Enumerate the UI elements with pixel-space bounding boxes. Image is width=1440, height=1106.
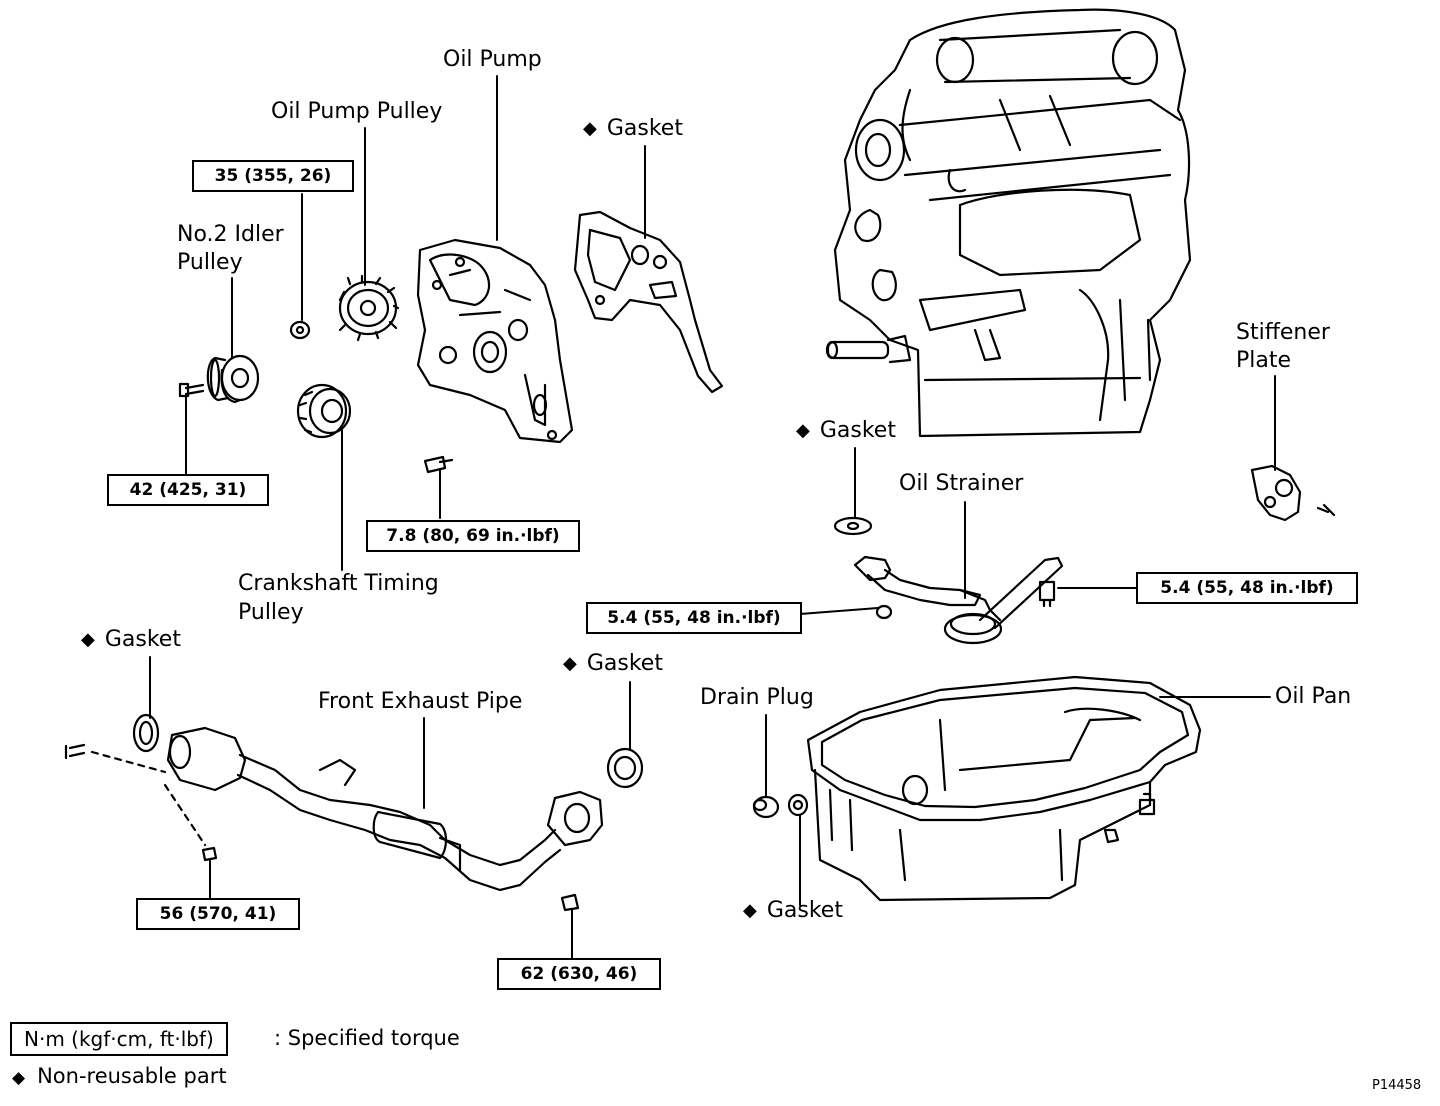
strainer-gasket-illustration [833,516,873,536]
figure-id: P14458 [1372,1078,1422,1093]
front-exhaust-pipe-illustration [64,726,604,912]
nonreusable-diamond-icon: ◆ [796,420,810,441]
label-oil-pan: Oil Pan [1275,684,1352,709]
torque-box-42: 42 (425, 31) [107,474,269,506]
torque-box-7-8: 7.8 (80, 69 in.·lbf) [366,520,580,552]
nonreusable-diamond-icon: ◆ [563,653,577,674]
oil-pump-pulley-illustration [338,274,400,342]
crankshaft-timing-pulley-illustration [296,383,352,439]
oil-pump-illustration [416,238,574,444]
oil-pan-illustration [806,675,1202,902]
oil-strainer-illustration [853,555,1064,645]
torque-box-5-4-right: 5.4 (55, 48 in.·lbf) [1136,572,1358,604]
strainer-nut-illustration [875,604,893,620]
label-crankshaft-pulley-line1: Crankshaft Timing [238,571,439,596]
gasket-mid-text: Gasket [586,651,663,676]
label-stiffener-plate-line2: Plate [1236,348,1292,373]
engine-block-illustration [825,8,1192,438]
nonreusable-diamond-icon: ◆ [12,1068,26,1088]
label-no2-idler-pulley-line2: Pulley [177,250,243,275]
torque-box-35: 35 (355, 26) [192,160,354,192]
legend-unit-text: : Specified torque [274,1026,460,1050]
label-oil-strainer: Oil Strainer [899,471,1024,496]
leader-lines [149,75,1276,959]
label-front-exhaust-pipe: Front Exhaust Pipe [318,689,523,714]
drain-plug-illustration [752,795,780,819]
torque-box-5-4-left: 5.4 (55, 48 in.·lbf) [586,602,802,634]
label-oil-pump-pulley: Oil Pump Pulley [271,99,443,124]
oil-pump-bolt-illustration [423,455,454,474]
label-stiffener-plate-line1: Stiffener [1236,320,1330,345]
gasket-drain-text: Gasket [766,898,843,923]
gasket-strainer-text: Gasket [819,418,896,443]
torque-box-56: 56 (570, 41) [136,898,300,930]
nonreusable-diamond-icon: ◆ [81,629,95,650]
label-gasket-mid: ◆ Gasket [563,651,663,678]
stiffener-plate-illustration [1250,464,1336,522]
label-gasket-top: ◆ Gasket [583,116,683,143]
drain-gasket-illustration [787,793,809,817]
nut-35-illustration [289,320,311,340]
nonreusable-diamond-icon: ◆ [583,118,597,139]
oil-pump-gasket-illustration [573,210,724,394]
label-gasket-drain: ◆ Gasket [743,898,843,925]
gasket-left-text: Gasket [104,627,181,652]
exhaust-gasket-mid-illustration [606,747,644,789]
strainer-bolt-illustration [1038,580,1056,608]
label-drain-plug: Drain Plug [700,685,814,710]
legend-unit-box: N·m (kgf·cm, ft·lbf) [10,1022,228,1056]
no2-idler-pulley-illustration [178,354,260,404]
torque-box-62: 62 (630, 46) [497,958,661,990]
label-no2-idler-pulley-line1: No.2 Idler [177,222,284,247]
label-crankshaft-pulley-line2: Pulley [238,600,304,625]
legend-nonreusable-text: Non-reusable part [37,1064,227,1088]
gasket-top-text: Gasket [606,116,683,141]
legend-nonreusable: ◆ Non-reusable part [12,1064,227,1088]
label-gasket-strainer: ◆ Gasket [796,418,896,445]
nonreusable-diamond-icon: ◆ [743,900,757,921]
label-oil-pump: Oil Pump [443,47,542,72]
exhaust-gasket-left-illustration [132,713,160,753]
label-gasket-left: ◆ Gasket [81,627,181,654]
